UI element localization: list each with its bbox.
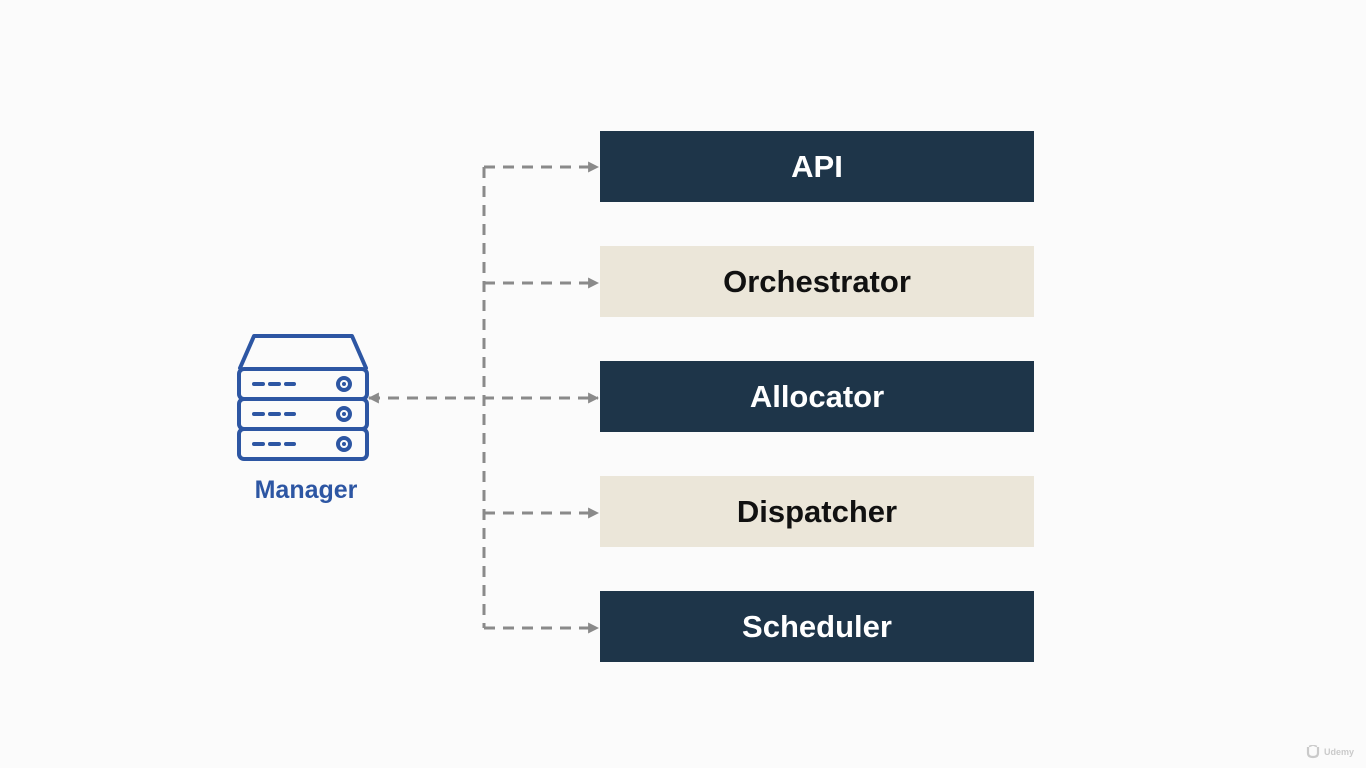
component-box-orchestrator: Orchestrator (600, 246, 1034, 317)
component-box-dispatcher: Dispatcher (600, 476, 1034, 547)
server-stack-icon (237, 334, 369, 461)
component-box-api: API (600, 131, 1034, 202)
manager-label: Manager (254, 476, 358, 504)
component-box-allocator: Allocator (600, 361, 1034, 432)
watermark: Udemy (1306, 742, 1362, 762)
udemy-logo-icon (1306, 745, 1320, 759)
component-box-scheduler: Scheduler (600, 591, 1034, 662)
watermark-text: Udemy (1324, 747, 1355, 757)
